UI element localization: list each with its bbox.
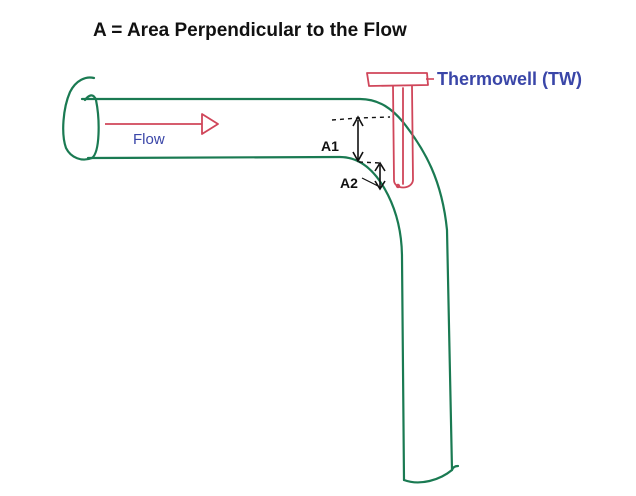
a2-label: A2 (340, 175, 358, 191)
thermowell (366, 72, 429, 189)
thermowell-stem (392, 85, 414, 189)
a1-arrow-top (352, 115, 364, 127)
flow-arrow (105, 113, 219, 135)
a2-arrow-bottom (374, 180, 386, 191)
a2-top-dashed-line (358, 161, 381, 164)
a2-leader-line (361, 177, 379, 187)
pipe-outer-wall (80, 97, 454, 472)
thermowell-label: Thermowell (TW) (437, 69, 582, 89)
a1-top-dashed-line (331, 116, 391, 121)
flow-label: Flow (133, 131, 165, 148)
pipe-inlet-end (62, 76, 100, 161)
pipe-outlet-end (402, 464, 460, 484)
a1-dimension (331, 115, 391, 163)
pipe-inner-wall (86, 155, 406, 482)
a2-arrow-top (374, 161, 386, 172)
thermowell-flange (366, 72, 429, 87)
a2-dimension (358, 161, 386, 191)
diagram-title: A = Area Perpendicular to the Flow (93, 20, 407, 41)
a1-arrow-bottom (352, 151, 364, 163)
thermowell-tip (395, 183, 401, 189)
a1-label: A1 (321, 138, 339, 154)
flow-arrow-head (201, 113, 219, 135)
